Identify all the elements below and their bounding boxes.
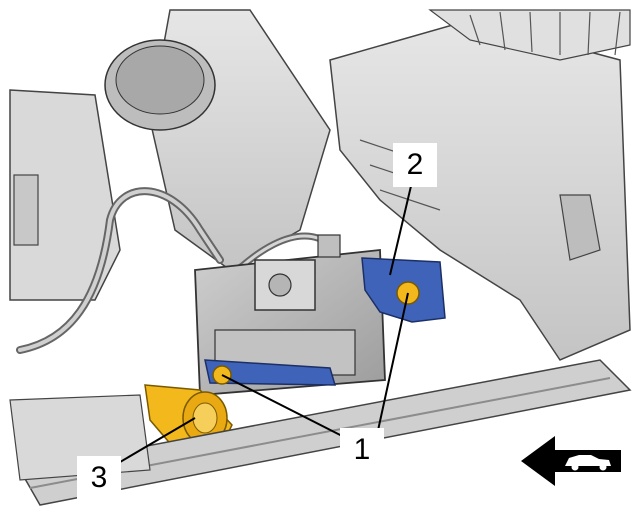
duct-grille [428,9,631,61]
callout-label-1: 1 [340,428,384,472]
front-of-vehicle-arrow-icon [517,428,625,494]
leader-lines [114,185,412,466]
reservoir-cap-top [115,45,205,115]
callout-label-3: 3 [77,456,121,500]
connector-face [192,402,218,434]
leader-line-3 [114,417,196,466]
duct-tab [559,194,601,261]
leader-line-1a [376,292,409,436]
hose-nipple [317,234,341,258]
callout-label-2: 2 [393,143,437,187]
lower-bracket [204,359,337,386]
direction-arrow-graphic [521,436,621,486]
left-clip [13,174,39,246]
left-body-panel [9,89,121,301]
car-silhouette-icon [565,455,611,471]
leader-line-2 [389,185,412,276]
leader-line-1b [221,374,351,441]
wire-harness-highlight [18,189,222,352]
module-screw [268,273,292,297]
